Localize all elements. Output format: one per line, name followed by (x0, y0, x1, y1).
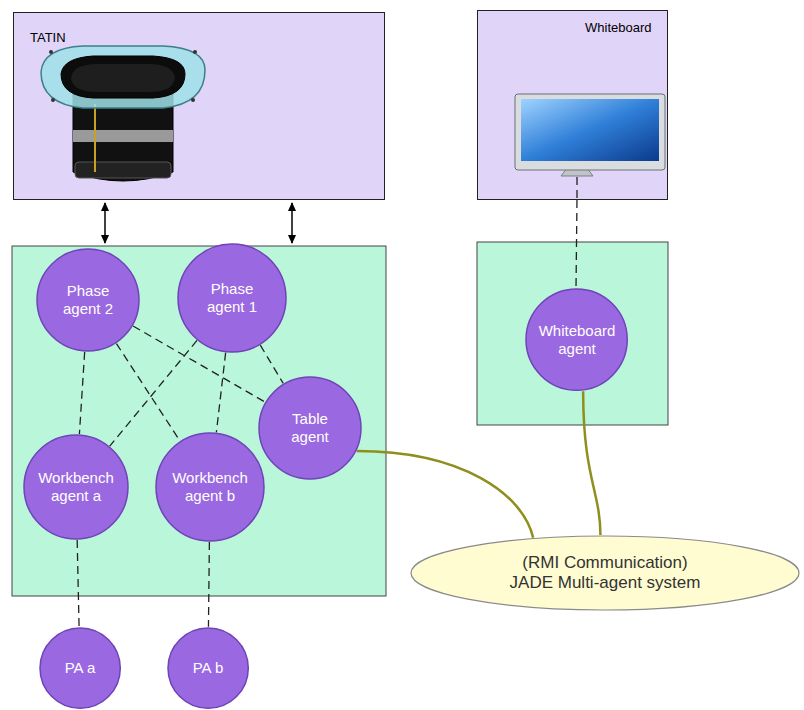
agent-circle: Whiteboard agent (525, 288, 628, 391)
agent-label: PA b (173, 659, 243, 677)
platform-ellipse: (RMI Communication)JADE Multi-agent syst… (410, 535, 800, 611)
text-group: Table agent (280, 410, 340, 446)
box-title: TATIN (30, 30, 66, 45)
agent-label: (RMI Communication) (510, 553, 701, 573)
agent-label: PA a (45, 659, 115, 677)
agent-circle: Workbench agent a (23, 434, 129, 540)
io-arrow (291, 203, 293, 243)
agent-label: JADE Multi-agent system (510, 573, 701, 593)
agent-link (79, 352, 84, 434)
text-group: PA b (173, 659, 243, 677)
agent-label: Whiteboard agent (534, 322, 620, 358)
agent-link (216, 353, 225, 433)
agent-label: Phase agent 2 (52, 282, 124, 318)
agent-link (260, 345, 283, 383)
node-outline (13, 12, 385, 200)
agent-circle: PA b (167, 627, 249, 709)
agent-link (77, 540, 79, 627)
text-group: Phase agent 2 (52, 282, 124, 318)
text-group: Whiteboard agent (534, 322, 620, 358)
agent-circle: Table agent (258, 376, 362, 480)
agent-label: Phase agent 1 (196, 280, 268, 316)
agent-circle: Phase agent 1 (177, 243, 287, 353)
agent-label: Table agent (280, 410, 340, 446)
device-box: TATIN (13, 12, 385, 200)
agent-container (477, 242, 668, 425)
io-arrow (104, 203, 106, 243)
box-title: Whiteboard (585, 20, 651, 35)
agent-circle: Workbench agent b (155, 432, 265, 542)
text-group: Workbench agent b (166, 469, 254, 505)
device-box: Whiteboard (477, 10, 668, 200)
text-group: Phase agent 1 (196, 280, 268, 316)
agent-label: Workbench agent b (166, 469, 254, 505)
text-group: (RMI Communication)JADE Multi-agent syst… (510, 553, 701, 594)
agent-circle: Phase agent 2 (36, 248, 140, 352)
agent-circle: PA a (39, 627, 121, 709)
rmi-link (583, 391, 600, 535)
node-outline (477, 10, 668, 200)
agent-link (110, 340, 197, 446)
text-group: Workbench agent a (32, 469, 120, 505)
text-group: PA a (45, 659, 115, 677)
agent-link (208, 542, 210, 627)
agent-link (575, 200, 577, 288)
rmi-link (357, 451, 533, 538)
agent-label: Workbench agent a (32, 469, 120, 505)
